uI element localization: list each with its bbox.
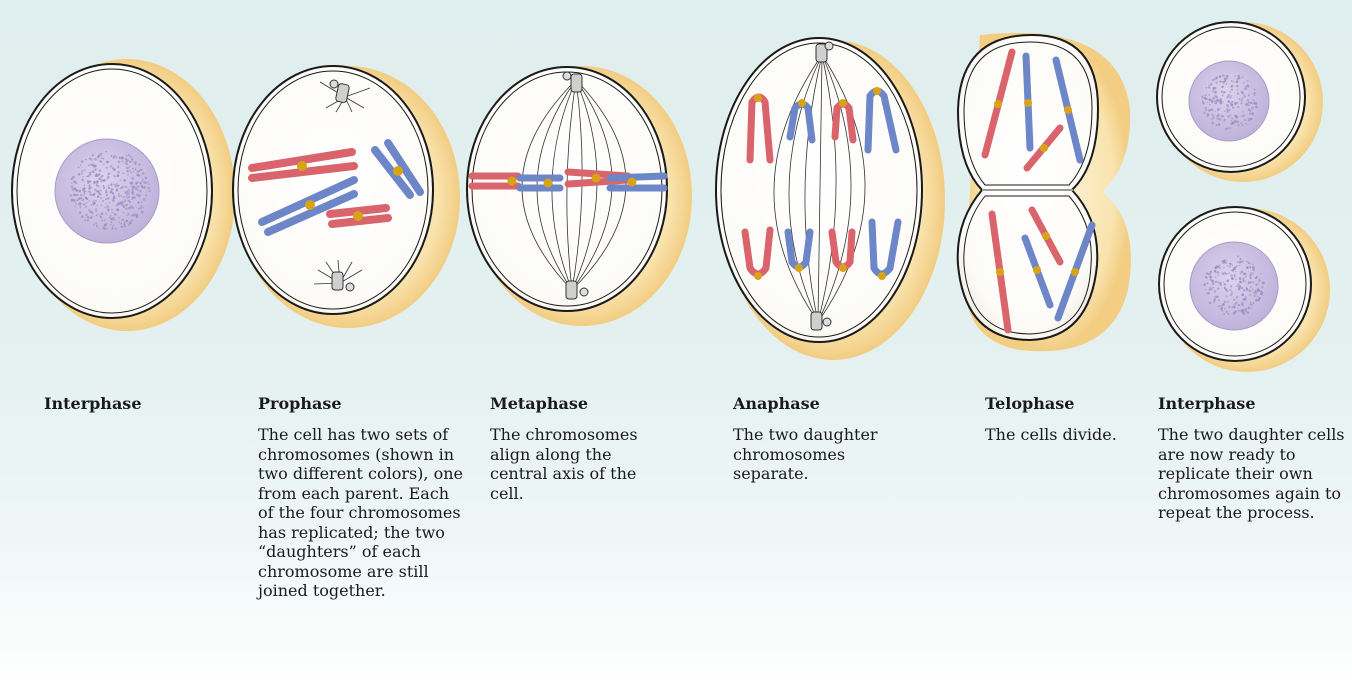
stage-title-interphase: Interphase — [44, 394, 142, 413]
interphase-daughter-bottom — [1159, 207, 1330, 372]
stage-desc-telophase: The cells divide. — [985, 425, 1155, 445]
nucleus — [55, 139, 159, 243]
nucleus — [1190, 242, 1278, 330]
stage-desc-metaphase: The chromosomes align along the central … — [490, 425, 668, 503]
stage-title-telophase: Telophase — [985, 394, 1074, 413]
interphase-cell — [12, 59, 235, 331]
metaphase-cell — [467, 66, 692, 326]
anaphase-cell — [716, 38, 945, 360]
stage-title-metaphase: Metaphase — [490, 394, 588, 413]
diagram-artwork — [0, 0, 1352, 390]
telophase-cell — [958, 33, 1131, 351]
stage-title-prophase: Prophase — [258, 394, 342, 413]
stage-title-anaphase: Anaphase — [733, 394, 820, 413]
prophase-cell — [233, 66, 460, 328]
stage-desc-anaphase: The two daughter chromosomes separate. — [733, 425, 913, 484]
stage-desc-prophase: The cell has two sets of chromosomes (sh… — [258, 425, 468, 601]
stage-title-interphase-2: Interphase — [1158, 394, 1256, 413]
stage-desc-interphase-2: The two daughter cells are now ready to … — [1158, 425, 1348, 523]
interphase-daughter-top — [1157, 22, 1323, 182]
